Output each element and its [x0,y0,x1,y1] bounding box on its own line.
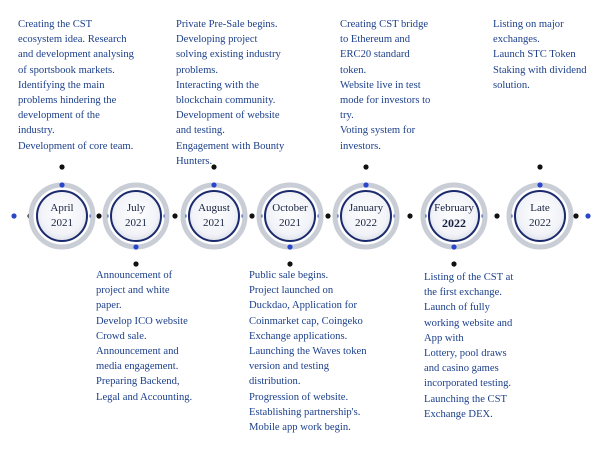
node-circle [428,190,480,242]
timeline-dot [585,213,591,219]
timeline-dot [494,213,500,219]
node-connector-dot [59,164,65,170]
timeline-dot [573,213,579,219]
node-connector-dot [451,261,457,267]
milestone-text-october-2021: Public sale begins. Project launched on … [249,270,367,434]
node-year: 2021 [51,217,73,229]
node-ring-dot [59,182,65,188]
node-month: January [348,202,384,214]
node-circle [36,190,88,242]
node-label: April 2021 [32,201,92,231]
node-connector-dot [287,261,293,267]
node-circle [188,190,240,242]
milestone-text-late-2022: Listing on major exchanges. Launch STC T… [493,19,587,91]
timeline-dot [172,213,178,219]
milestone-text-july-2021: Announcement of project and white paper.… [96,270,193,403]
node-month: July [126,202,146,214]
node-year: 2022 [355,217,377,229]
timeline-dot [96,213,102,219]
node-ring-dot [537,182,543,188]
timeline-dot [407,213,413,219]
node-circle [514,190,566,242]
timeline-dot [11,213,17,219]
milestone-text-august-2021: Private Pre-Sale begins. Developing proj… [176,19,285,167]
node-ring-dot [133,244,139,250]
node-label: July 2021 [106,201,166,231]
node-connector-dot [211,164,217,170]
node-month: Late [530,202,550,214]
milestone-text-april-2021: Creating the CST ecosystem idea. Researc… [18,19,134,152]
node-year: 2022 [529,217,551,229]
node-label: Late 2022 [510,201,570,231]
node-ring-dot [363,182,369,188]
node-label: October 2021 [260,201,320,231]
node-month: August [198,202,230,214]
node-month: April [50,202,74,214]
node-label: August 2021 [184,201,244,231]
node-label: February 2022 [424,201,484,231]
milestone-text-february-2022: Listing of the CST at the first exchange… [424,272,514,420]
node-year: 2021 [203,217,225,229]
node-ring-dot [287,244,293,250]
node-circle [110,190,162,242]
node-year: 2022 [442,216,466,230]
node-ring-dot [451,244,457,250]
node-year: 2021 [125,217,147,229]
node-month: February [434,202,474,214]
node-connector-dot [133,261,139,267]
timeline-dot [325,213,331,219]
node-connector-dot [537,164,543,170]
timeline-dot [249,213,255,219]
node-circle [340,190,392,242]
node-ring-dot [211,182,217,188]
node-month: October [272,202,308,214]
node-connector-dot [363,164,369,170]
milestone-text-january-2022: Creating CST bridge to Ethereum and ERC2… [340,19,431,152]
node-year: 2021 [279,217,301,229]
node-circle [264,190,316,242]
node-label: January 2022 [336,201,396,231]
